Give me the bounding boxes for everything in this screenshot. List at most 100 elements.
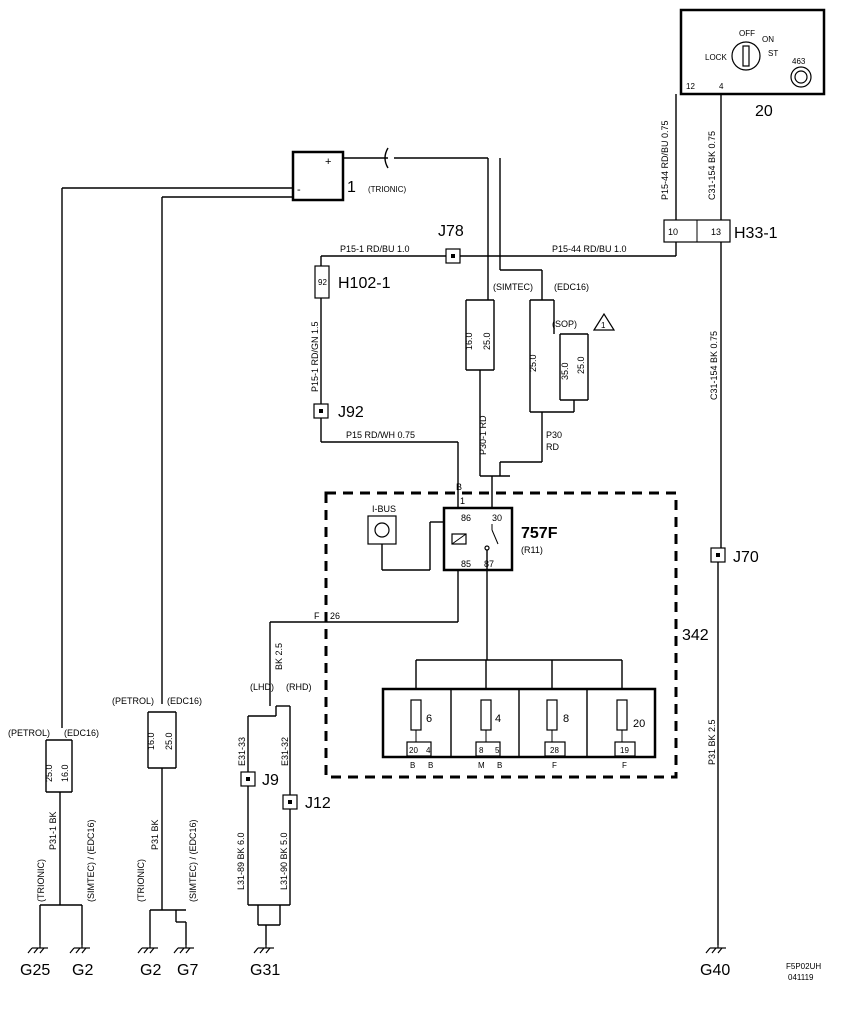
svg-text:OFF: OFF: [739, 29, 755, 38]
svg-text:(SIMTEC) / (EDC16): (SIMTEC) / (EDC16): [86, 819, 96, 902]
svg-text:(EDC16): (EDC16): [554, 282, 589, 292]
svg-text:16.0: 16.0: [464, 332, 474, 350]
svg-text:P15 RD/WH 0.75: P15 RD/WH 0.75: [346, 430, 415, 440]
svg-text:5: 5: [495, 746, 500, 755]
svg-text:H102-1: H102-1: [338, 275, 391, 292]
svg-text:8: 8: [563, 713, 569, 725]
svg-text:+: +: [325, 156, 331, 168]
svg-text:25.0: 25.0: [164, 732, 174, 750]
svg-text:G31: G31: [250, 962, 280, 979]
svg-text:(TRIONIC): (TRIONIC): [368, 185, 407, 194]
svg-text:ON: ON: [762, 35, 774, 44]
svg-text:(TRIONIC): (TRIONIC): [36, 859, 46, 902]
svg-text:E31-32: E31-32: [280, 737, 290, 766]
svg-text:B: B: [428, 761, 433, 770]
connector-h102-1: [314, 265, 330, 299]
svg-text:P31-1 BK: P31-1 BK: [48, 811, 58, 850]
svg-text:16.0: 16.0: [60, 764, 70, 782]
svg-text:P15-1 RD/BU 1.0: P15-1 RD/BU 1.0: [340, 244, 410, 254]
svg-text:757F: 757F: [521, 525, 558, 542]
svg-text:J9: J9: [262, 772, 279, 789]
svg-text:20: 20: [409, 746, 418, 755]
ground-g31-branch: BK 2.5 (LHD) (RHD) E31-33 E31-32 J9 J12 …: [236, 622, 331, 979]
svg-text:(PETROL): (PETROL): [112, 696, 154, 706]
svg-text:I-BUS: I-BUS: [372, 504, 396, 514]
ground-g25-icon: [27, 945, 48, 954]
diagram-code: F5P02UH: [786, 962, 821, 971]
svg-text:(SIMTEC) / (EDC16): (SIMTEC) / (EDC16): [188, 819, 198, 902]
fuse-20: 20 19 F: [614, 699, 645, 770]
ground-g40-branch: C31-154 BK 0.75 J70 P31 BK 2.5 G40: [700, 242, 759, 979]
svg-text:LOCK: LOCK: [705, 53, 727, 62]
svg-text:16.0: 16.0: [146, 732, 156, 750]
svg-text:4: 4: [495, 713, 501, 725]
svg-text:25.0: 25.0: [482, 332, 492, 350]
svg-text:87: 87: [484, 559, 494, 569]
svg-text:13: 13: [711, 227, 721, 237]
svg-text:P30-1 RD: P30-1 RD: [478, 415, 488, 455]
svg-text:B: B: [410, 761, 415, 770]
svg-text:20: 20: [755, 103, 773, 120]
svg-text:L31-89 BK 6.0: L31-89 BK 6.0: [236, 832, 246, 890]
svg-text:J12: J12: [305, 795, 331, 812]
svg-text:92: 92: [318, 278, 327, 287]
note-triangle-icon: [592, 312, 616, 331]
ground-g40-icon: [705, 945, 726, 954]
svg-text:P15-44 RD/BU 0.75: P15-44 RD/BU 0.75: [660, 120, 670, 200]
svg-text:28: 28: [550, 746, 559, 755]
top-wiring: P15-44 RD/BU 0.75 C31-154 BK 0.75 10 13 …: [321, 94, 778, 300]
svg-text:(SIMTEC): (SIMTEC): [493, 282, 533, 292]
svg-text:1: 1: [347, 179, 356, 196]
svg-text:25.0: 25.0: [528, 354, 538, 372]
svg-text:P30: P30: [546, 430, 562, 440]
svg-text:19: 19: [620, 746, 629, 755]
svg-text:(SOP): (SOP): [552, 319, 577, 329]
fuse-8: 8 28 F: [544, 699, 569, 770]
svg-text:342: 342: [682, 627, 709, 644]
fuse-4: 4 8 5 M B: [475, 699, 502, 770]
svg-text:B: B: [456, 482, 462, 492]
component-1: + - 1 (TRIONIC): [291, 150, 407, 202]
svg-text:(EDC16): (EDC16): [64, 728, 99, 738]
svg-text:L31-90 BK 5.0: L31-90 BK 5.0: [279, 832, 289, 890]
svg-text:ST: ST: [768, 49, 778, 58]
ground-g7-icon: [173, 945, 194, 954]
svg-text:1: 1: [460, 496, 465, 506]
svg-text:G25: G25: [20, 962, 50, 979]
svg-text:8: 8: [479, 746, 484, 755]
svg-text:P31 BK 2.5: P31 BK 2.5: [707, 719, 717, 765]
ground-g25-g2-branch: (PETROL) (EDC16) 25.0 16.0 P31-1 BK (TRI…: [8, 187, 293, 979]
svg-text:10: 10: [668, 227, 678, 237]
svg-text:F: F: [622, 761, 627, 770]
simtec-edc-branch: (SIMTEC) (EDC16) 16.0 25.0 P30-1 RD 25.0…: [464, 282, 616, 508]
ignition-switch: OFF ON ST LOCK 463 12 4 20: [679, 8, 826, 120]
svg-text:25.0: 25.0: [576, 356, 586, 374]
relay-box-342: 342 I-BUS 86 30 85 87 757F (R11) F 26: [270, 491, 709, 779]
svg-text:G2: G2: [72, 962, 93, 979]
svg-text:(EDC16): (EDC16): [167, 696, 202, 706]
svg-text:26: 26: [330, 611, 340, 621]
svg-text:J92: J92: [338, 404, 364, 421]
svg-text:J70: J70: [733, 549, 759, 566]
svg-text:86: 86: [461, 513, 471, 523]
svg-text:M: M: [478, 761, 485, 770]
svg-text:85: 85: [461, 559, 471, 569]
h102-branch: 92 H102-1 P15-1 RD/GN 1.5 J92 P15 RD/WH …: [310, 256, 465, 508]
svg-text:1: 1: [601, 321, 606, 330]
svg-text:12: 12: [686, 82, 695, 91]
svg-text:F: F: [314, 611, 320, 621]
svg-text:(RHD): (RHD): [286, 682, 312, 692]
diagram-date: 041119: [788, 973, 814, 982]
svg-text:P15-1 RD/GN 1.5: P15-1 RD/GN 1.5: [310, 321, 320, 392]
ground-g2-g7-branch: (PETROL) (EDC16) 16.0 25.0 P31 BK (TRION…: [112, 196, 293, 979]
svg-text:G40: G40: [700, 962, 730, 979]
svg-text:F: F: [552, 761, 557, 770]
svg-text:4: 4: [719, 82, 724, 91]
ground-g2b-icon: [137, 945, 158, 954]
svg-text:30: 30: [492, 513, 502, 523]
ground-g31-icon: [253, 945, 274, 954]
svg-text:-: -: [297, 184, 301, 196]
svg-text:20: 20: [633, 718, 645, 730]
svg-text:6: 6: [426, 713, 432, 725]
